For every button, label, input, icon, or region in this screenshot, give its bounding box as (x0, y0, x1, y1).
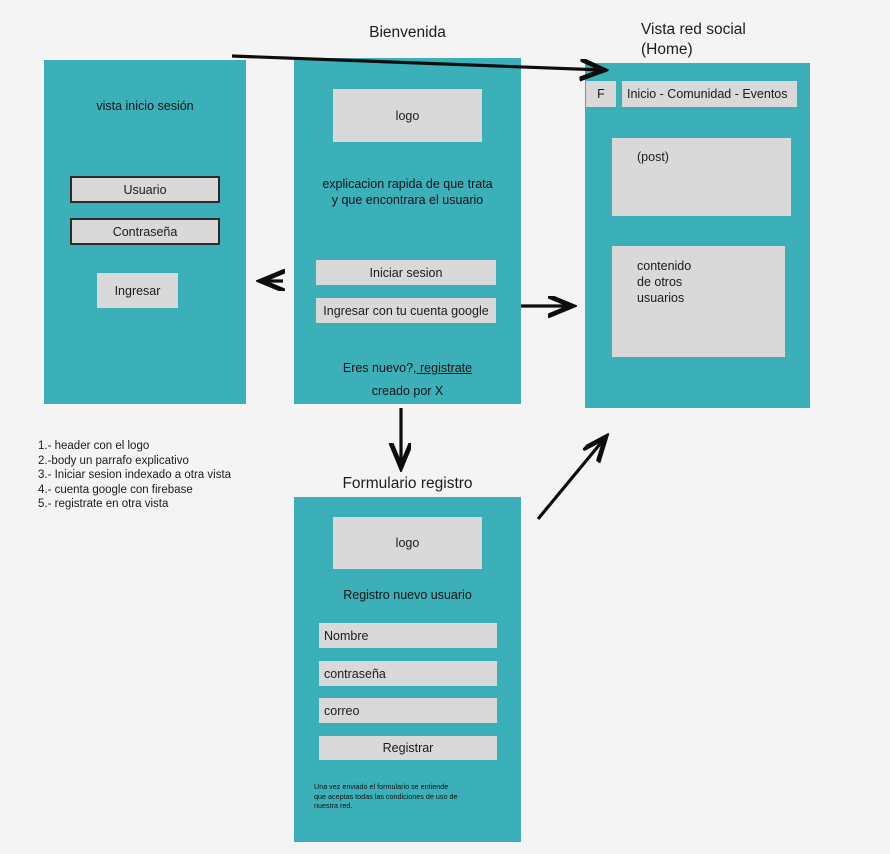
login-screen-title: vista inicio sesión (96, 99, 194, 113)
legend-notes: 1.- header con el logo 2.-body un parraf… (38, 440, 232, 511)
terms-disclaimer-text: Una vez enviado el formulario se entiend… (314, 782, 458, 810)
google-login-button[interactable]: Ingresar con tu cuenta google (316, 298, 496, 323)
welcome-description-text: explicacion rapida de que trata y que en… (322, 177, 493, 207)
signup-prompt-label: Eres nuevo?, (342, 361, 417, 375)
logo-placeholder: logo (333, 89, 482, 142)
credit-text: creado por X (371, 384, 444, 398)
arrow-signup-to-social (536, 438, 605, 521)
ingresar-button[interactable]: Ingresar (97, 273, 178, 308)
post-composer-box[interactable]: (post) (612, 138, 791, 216)
signup-prompt: Eres nuevo?, registrate (294, 344, 521, 376)
registrar-button[interactable]: Registrar (319, 736, 497, 760)
welcome-panel-caption: Bienvenida (369, 24, 446, 41)
social-home-panel: F Inicio - Comunidad - Eventos (post) co… (585, 63, 810, 408)
welcome-screen-panel: logo explicacion rapida de que trata y q… (294, 58, 521, 404)
usuario-input[interactable]: Usuario (70, 176, 220, 203)
registrate-link[interactable]: registrate (416, 361, 473, 375)
brand-badge-icon[interactable]: F (586, 81, 616, 107)
signup-subtitle: Registro nuevo usuario (343, 588, 472, 602)
top-navigation-bar[interactable]: Inicio - Comunidad - Eventos (622, 81, 797, 107)
signup-form-panel: logo Registro nuevo usuario Nombre contr… (294, 497, 521, 842)
feed-content-box[interactable]: contenido de otros usuarios (612, 246, 785, 357)
contrasena-input[interactable]: Contraseña (70, 218, 220, 245)
social-panel-caption: Vista red social (Home) (641, 21, 746, 58)
signup-panel-caption: Formulario registro (342, 475, 473, 492)
iniciar-sesion-button[interactable]: Iniciar sesion (316, 260, 496, 285)
login-screen-panel: vista inicio sesión Usuario Contraseña I… (44, 60, 246, 404)
contrasena-input[interactable]: contraseña (319, 661, 497, 686)
nombre-input[interactable]: Nombre (319, 623, 497, 648)
correo-input[interactable]: correo (319, 698, 497, 723)
logo-placeholder: logo (333, 517, 482, 569)
